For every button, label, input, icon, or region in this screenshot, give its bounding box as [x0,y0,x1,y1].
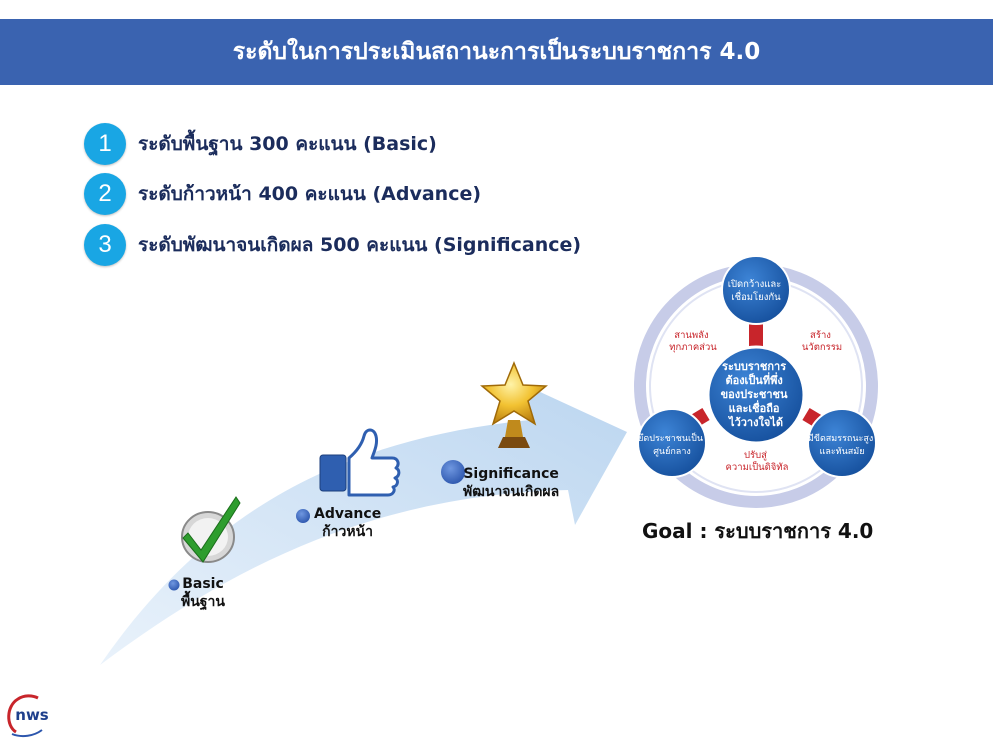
stage-en: Significance [463,466,559,482]
level-number-badge: 1 [84,123,126,165]
top-node-text: เปิดกว้างและ เชื่อมโยงกัน [728,279,785,303]
level-number-badge: 2 [84,173,126,215]
level-label: ระดับก้าวหน้า 400 คะแนน (Advance) [138,183,482,205]
center-node-text: ระบบราชการ ต้องเป็นที่พึ่ง ของประชาชน แล… [721,360,792,429]
right-node-text: มีขีดสมรรถนะสูง และทันสมัย [808,433,876,457]
label-bottom: ปรับสู่ ความเป็นดิจิทัล [726,450,789,473]
stage-th: พัฒนาจนเกิดผล [463,484,560,500]
stage-bullet [441,460,465,484]
stage-basic-label: Basic พื้นฐาน [181,575,225,611]
stage-en: Basic [182,576,224,592]
level-item-1: 1 ระดับพื้นฐาน 300 คะแนน (Basic) [84,122,437,166]
label-top-left: สานพลัง ทุกภาคส่วน [669,330,717,353]
stage-significance-label: Significance พัฒนาจนเกิดผล [463,465,559,501]
level-label: ระดับพัฒนาจนเกิดผล 500 คะแนน (Significan… [138,234,582,256]
star-trophy-icon [480,361,548,448]
goal-caption: Goal : ระบบราชการ 4.0 [642,519,874,543]
left-node-text: ยึดประชาชนเป็น ศูนย์กลาง [638,431,706,457]
level-number-badge: 3 [84,224,126,266]
checkmark-icon [181,496,241,563]
stage-en: Advance [314,506,382,522]
organization-logo: nws [7,694,49,738]
progress-arrow [100,385,627,665]
stage-bullet [168,579,180,591]
stage-th: พื้นฐาน [181,594,225,610]
level-item-2: 2 ระดับก้าวหน้า 400 คะแนน (Advance) [84,172,481,216]
header-banner: ระดับในการประเมินสถานะการเป็นระบบราชการ … [0,19,993,85]
label-top-right: สร้าง นวัตกรรม [802,330,842,353]
stage-bullet [296,509,310,523]
logo-text: nws [15,706,49,724]
page-title: ระดับในการประเมินสถานะการเป็นระบบราชการ … [232,39,761,65]
level-item-3: 3 ระดับพัฒนาจนเกิดผล 500 คะแนน (Signific… [84,223,581,267]
goal-diagram [634,255,878,508]
level-label: ระดับพื้นฐาน 300 คะแนน (Basic) [138,133,437,155]
thumbs-up-icon [319,428,401,497]
stage-th: ก้าวหน้า [322,524,374,540]
stage-advance-label: Advance ก้าวหน้า [314,505,381,541]
